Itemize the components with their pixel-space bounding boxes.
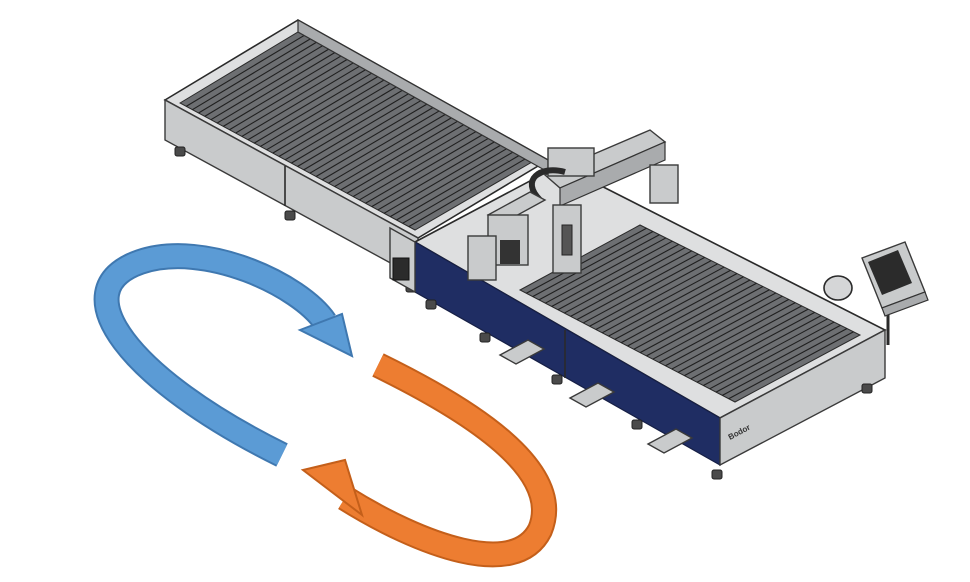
table-slat (576, 253, 699, 321)
bed-table-slats (526, 227, 854, 400)
upper-exchange-table (163, 18, 550, 293)
table-slat (633, 282, 757, 350)
table-slat (204, 45, 323, 117)
table-slat (383, 144, 502, 214)
table-slat (389, 147, 508, 218)
table-slat (545, 237, 667, 304)
table-slat (690, 311, 815, 380)
table-slat (684, 308, 809, 377)
table-slat (284, 89, 403, 161)
table-slat (303, 99, 422, 171)
table-slat (589, 260, 712, 327)
table-slat (570, 250, 693, 317)
blue-arrow-head (297, 312, 354, 358)
table-slat (315, 106, 434, 178)
table-slat (620, 276, 744, 344)
table-slat (538, 234, 660, 301)
table-slat (608, 269, 731, 337)
bed-right-end (719, 328, 886, 467)
table-slat (728, 331, 854, 400)
table-slat (722, 328, 848, 396)
table-slat (677, 305, 803, 373)
cable-reel (823, 275, 853, 301)
table-slat (595, 263, 718, 331)
drive-motor (467, 235, 497, 281)
machine-bed: Bodor (389, 164, 887, 480)
table-slat (614, 273, 738, 340)
table-slat (297, 96, 416, 167)
table-slat (235, 62, 354, 134)
table-slat (526, 227, 647, 294)
table-slat (340, 120, 459, 191)
table-slat (328, 113, 447, 184)
table-slat (291, 93, 410, 164)
table-slat (216, 52, 336, 124)
table-slat (703, 318, 828, 387)
table-slat (229, 58, 348, 131)
table-slat (266, 79, 385, 151)
table-slat (671, 302, 796, 370)
table-slat (377, 140, 496, 211)
table-slat (352, 127, 471, 198)
gantry (467, 129, 679, 281)
table-slat (241, 65, 360, 137)
table-slat (247, 69, 367, 141)
table-slat (408, 158, 527, 228)
control-panel-screen (868, 250, 912, 295)
right-carriage (649, 164, 679, 204)
table-slat (346, 123, 465, 194)
table-slat (532, 230, 654, 298)
upper-table-slats (185, 34, 527, 228)
control-panel (823, 241, 929, 345)
bed-work-area (518, 224, 862, 403)
table-slat (278, 86, 397, 157)
table-slat (185, 34, 305, 107)
exchange-arrows (93, 243, 557, 568)
table-slat (402, 154, 520, 224)
support-plate (498, 339, 546, 365)
table-slat (601, 266, 725, 334)
table-slat (309, 103, 428, 174)
table-slat (557, 243, 680, 311)
table-slat (665, 298, 790, 367)
support-plate (568, 382, 616, 408)
table-slat (696, 315, 822, 383)
table-slat (253, 72, 373, 144)
table-slat (198, 41, 317, 114)
table-slat (652, 292, 777, 360)
orange-arrow-head (300, 458, 364, 518)
table-slat (582, 256, 705, 324)
table-slat (321, 110, 440, 181)
table-slat (658, 295, 783, 363)
table-slat (551, 240, 673, 307)
table-slat (627, 279, 751, 347)
table-slat (210, 48, 330, 121)
table-slat (272, 82, 391, 154)
table-slat (709, 321, 835, 390)
table-slat (192, 38, 311, 111)
support-plate (646, 428, 694, 454)
table-slat (371, 137, 490, 208)
table-slat (396, 151, 514, 221)
table-slat (359, 130, 477, 201)
table-slat (365, 134, 484, 204)
table-slat (334, 117, 453, 188)
table-slat (646, 289, 770, 357)
table-slat (223, 55, 342, 127)
table-slat (715, 324, 841, 393)
table-slat (260, 76, 379, 147)
table-slat (639, 285, 764, 354)
table-slat (564, 247, 686, 314)
